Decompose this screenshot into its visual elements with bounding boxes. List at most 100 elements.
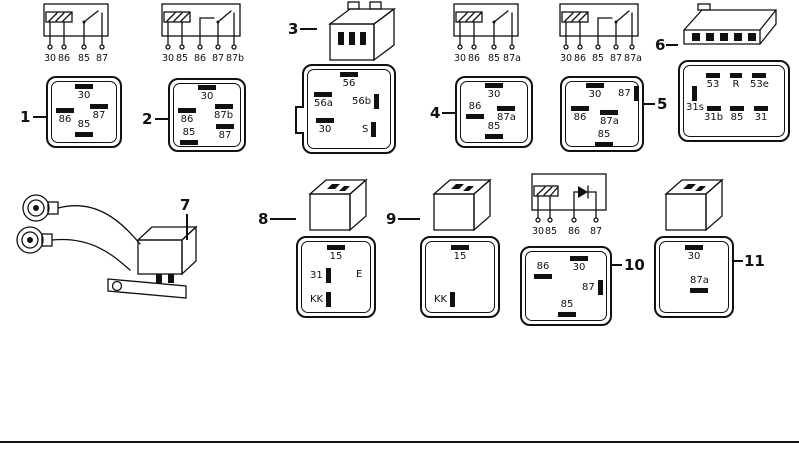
terminal-blade (327, 245, 345, 250)
pin-85: 85 (595, 130, 613, 147)
terminal-blade (178, 108, 196, 113)
pin-kk: KK (310, 292, 332, 307)
pin-86: 86 (466, 102, 484, 119)
svg-text:86: 86 (574, 53, 586, 64)
item-6-leader-line (666, 44, 678, 46)
pin-30: 30 (316, 118, 334, 135)
pin-30: 30 (570, 256, 588, 273)
svg-text:87a: 87a (503, 53, 521, 64)
item-1-number: 1 (20, 108, 31, 126)
pin-86: 86 (56, 108, 74, 125)
svg-text:30: 30 (44, 53, 56, 64)
pin-31: 31 (754, 106, 768, 123)
item-1-circuit-schematic: 30 86 85 87 (43, 3, 109, 64)
pin-r: R (730, 73, 742, 90)
terminal-blade (571, 106, 589, 111)
terminal-blade (690, 288, 709, 293)
terminal-blade (325, 268, 331, 283)
pin-87a: 87a (600, 110, 619, 127)
svg-text:87: 87 (212, 53, 224, 64)
terminal-blade (558, 312, 576, 317)
item-4-leader-line (442, 112, 455, 114)
terminal-blade (314, 92, 333, 97)
item-2-number: 2 (142, 110, 153, 128)
pin-15: 15 (327, 245, 345, 262)
terminal-blade (570, 256, 588, 261)
item-3-number: 3 (288, 20, 299, 38)
item-9-leader-line (398, 218, 420, 220)
terminal-blade (340, 72, 358, 77)
item-9-relay-face: 15 KK (420, 236, 500, 318)
item-2-relay-face: 30 87b 86 87 85 (168, 78, 246, 152)
pin-30: 30 (485, 83, 503, 100)
item-8-leader-line (270, 218, 296, 220)
terminal-blade (730, 106, 744, 111)
pin-56a: 56a (314, 92, 333, 109)
item-10-circuit-schematic: 30 85 86 87 (531, 173, 607, 237)
item-3-relay-3d-icon (328, 1, 396, 62)
terminal-blade (326, 292, 332, 307)
item-8-relay-face: 15 31 E KK (296, 236, 376, 318)
pin-30: 30 (198, 85, 216, 102)
mounting-tab (295, 106, 304, 134)
pin-15: 15 (451, 245, 469, 262)
pin-85: 85 (558, 300, 576, 317)
terminal-blade (754, 106, 768, 111)
terminal-blade (371, 122, 377, 137)
item-5-number: 5 (657, 95, 668, 113)
pin-85: 85 (180, 128, 198, 145)
pin-53: 53 (706, 73, 720, 90)
item-5-circuit-schematic: 30 86 85 87 87a (559, 3, 642, 64)
item-9-relay-3d-icon (432, 178, 492, 232)
terminal-blade (706, 73, 720, 78)
pin-85: 85 (485, 122, 503, 139)
item-5-relay-face: 30 87 86 87a 85 (560, 76, 644, 152)
svg-text:85: 85 (176, 53, 188, 64)
item-11-relay-face: 30 87a (654, 236, 734, 318)
svg-text:86: 86 (194, 53, 206, 64)
item-3-leader-line (300, 28, 317, 30)
pin-87b: 87b (214, 104, 233, 121)
item-11-number: 11 (744, 252, 765, 270)
item-7-number: 7 (180, 196, 191, 214)
pin-e: E (356, 269, 363, 280)
item-8-relay-3d-icon (308, 178, 368, 232)
item-11-leader-line (734, 260, 743, 262)
item-1-leader-line (33, 116, 46, 118)
terminal-blade (198, 85, 216, 90)
terminal-blade (752, 73, 767, 78)
pin-31: 31 (310, 268, 331, 283)
item-8-number: 8 (258, 210, 269, 228)
item-2-leader-line (155, 118, 168, 120)
pin-56: 56 (340, 72, 358, 89)
svg-text:30: 30 (532, 226, 544, 237)
terminal-blade (595, 142, 613, 147)
item-5-leader-line (644, 103, 655, 105)
item-3-relay-face: 56 56a 56b 30 S (295, 64, 396, 154)
item-1-relay-face: 30 87 86 85 (46, 76, 122, 148)
terminal-blade (75, 132, 93, 137)
pin-31s: 31s (686, 86, 704, 113)
pin-30: 30 (685, 245, 703, 262)
svg-text:85: 85 (545, 226, 557, 237)
pin-30: 30 (75, 84, 93, 101)
terminal-blade (730, 73, 742, 78)
terminal-blade (706, 106, 721, 111)
item-11-relay-3d-icon (664, 178, 724, 232)
svg-text:87: 87 (610, 53, 622, 64)
pin-87a: 87a (690, 276, 709, 293)
svg-text:87b: 87b (226, 53, 244, 64)
terminal-blade (316, 118, 334, 123)
pin-87a: 87a (497, 106, 516, 123)
terminal-blade (180, 140, 198, 145)
svg-text:85: 85 (592, 53, 604, 64)
pin-s: S (362, 122, 377, 137)
pin-86: 86 (534, 262, 552, 279)
pin-30: 30 (586, 83, 604, 100)
terminal-blade (450, 292, 456, 307)
svg-text:30: 30 (454, 53, 466, 64)
pin-86: 86 (178, 108, 196, 125)
item-6-number: 6 (655, 36, 666, 54)
item-10-leader-line (612, 264, 622, 266)
pin-87: 87 (216, 124, 234, 141)
